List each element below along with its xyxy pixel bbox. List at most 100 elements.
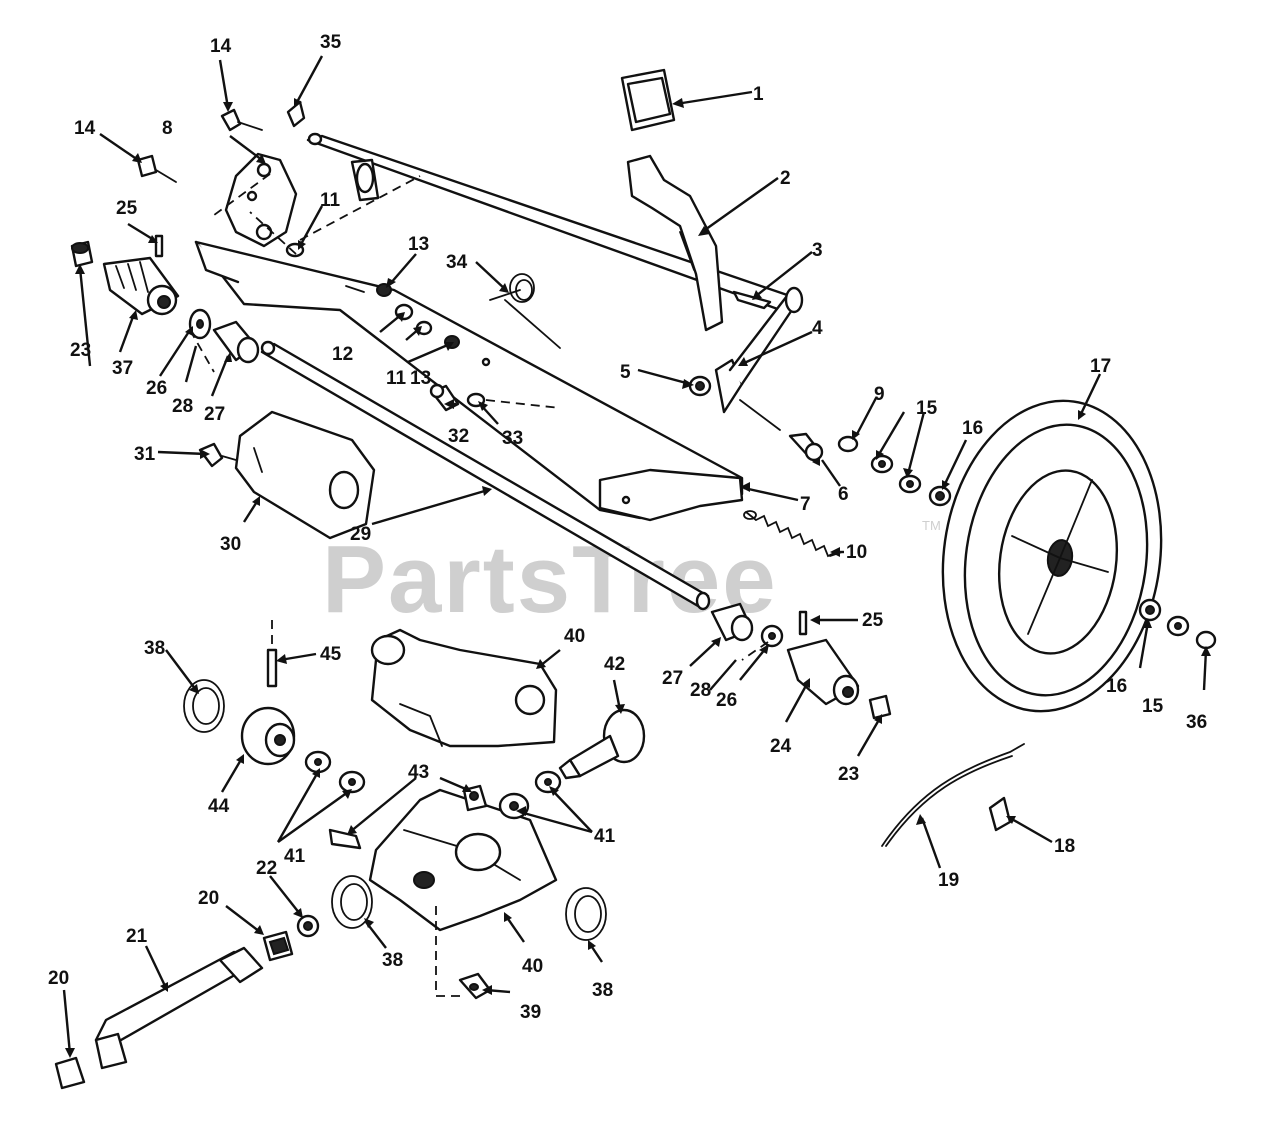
- gearbox-washer-left-a[interactable]: [304, 750, 332, 774]
- retaining-ring-right[interactable]: [565, 887, 607, 941]
- callout-27b: 27: [662, 668, 683, 689]
- callout-12: 12: [332, 344, 353, 365]
- callout-25a: 25: [116, 198, 138, 219]
- callout-44: 44: [208, 796, 230, 817]
- bolt-lower[interactable]: [136, 154, 177, 183]
- callout-28b: 28: [690, 680, 711, 701]
- callout-11a: 11: [320, 190, 341, 211]
- roll-pin-gear[interactable]: [266, 648, 278, 688]
- flat-washer-a[interactable]: [870, 454, 894, 474]
- wheel-bushing-inner[interactable]: [928, 485, 952, 507]
- callout-8: 8: [162, 118, 173, 139]
- retaining-ring-center[interactable]: [331, 875, 373, 929]
- callout-23b: 23: [838, 764, 859, 785]
- upper-axle-shaft[interactable]: [306, 132, 804, 431]
- hex-nut[interactable]: [458, 972, 492, 1000]
- left-bearing[interactable]: [212, 320, 260, 364]
- callout-34: 34: [446, 252, 468, 273]
- gear-left[interactable]: [240, 706, 296, 766]
- gear-right-with-shaft[interactable]: [558, 708, 646, 780]
- spacer-washer[interactable]: [296, 914, 320, 938]
- callout-26b: 26: [716, 690, 737, 711]
- callout-13a: 13: [408, 234, 429, 255]
- callout-45: 45: [320, 644, 342, 665]
- gearbox-washer-right-a[interactable]: [498, 792, 530, 820]
- right-drive-pinion[interactable]: [786, 638, 860, 706]
- watermark-trademark: TM: [922, 518, 941, 533]
- roll-pin-left[interactable]: [154, 234, 164, 258]
- lower-handle-bar[interactable]: [194, 240, 744, 522]
- push-fastener[interactable]: [198, 442, 237, 468]
- retaining-ring-left[interactable]: [183, 679, 225, 733]
- right-pinion-washer[interactable]: [760, 624, 784, 648]
- callout-39: 39: [520, 1002, 541, 1023]
- reel-drive-shaft[interactable]: [260, 340, 711, 611]
- gearbox-pin[interactable]: [328, 828, 362, 850]
- drive-bushing-lower[interactable]: [54, 1056, 86, 1090]
- callout-20b: 20: [48, 968, 69, 989]
- left-pinion-washer[interactable]: [188, 308, 212, 340]
- left-pinion-nut[interactable]: [70, 240, 94, 268]
- callout-25b: 25: [862, 610, 884, 631]
- callout-15a: 15: [916, 398, 938, 419]
- bolt-upper[interactable]: [220, 108, 263, 132]
- callout-32: 32: [448, 426, 469, 447]
- gear-housing-upper[interactable]: [370, 628, 558, 748]
- cable-clip[interactable]: [988, 796, 1012, 832]
- callout-11b: 11: [386, 368, 407, 389]
- callout-16b: 16: [1106, 676, 1127, 697]
- right-bearing[interactable]: [710, 602, 754, 642]
- axle-nut[interactable]: [688, 375, 712, 397]
- wheel-washer-outer[interactable]: [1166, 615, 1190, 637]
- gearbox-washer-right-b[interactable]: [534, 770, 562, 794]
- reel-end-cover[interactable]: [234, 410, 376, 540]
- callout-43: 43: [408, 762, 429, 783]
- callout-1: 1: [753, 84, 764, 105]
- callout-36: 36: [1186, 712, 1207, 733]
- shaft-collar[interactable]: [350, 158, 380, 202]
- callout-10: 10: [846, 542, 867, 563]
- callout-38a: 38: [144, 638, 165, 659]
- flat-washer-b[interactable]: [898, 474, 922, 494]
- callout-14a: 14: [210, 36, 232, 57]
- square-drive-shaft[interactable]: [94, 946, 264, 1070]
- shoulder-bolt[interactable]: [788, 432, 824, 462]
- callout-38c: 38: [592, 980, 613, 1001]
- gearbox-washer-left-b[interactable]: [338, 770, 366, 794]
- callout-41b: 41: [594, 826, 616, 847]
- callout-16a: 16: [962, 418, 983, 439]
- callout-14b: 14: [74, 118, 96, 139]
- callout-29: 29: [350, 524, 371, 545]
- left-drive-pinion[interactable]: [102, 256, 180, 316]
- callout-3: 3: [812, 240, 823, 261]
- retaining-ring-small[interactable]: [837, 435, 859, 453]
- callout-35: 35: [320, 32, 342, 53]
- wheel-retaining-ring[interactable]: [1195, 630, 1217, 650]
- drive-bushing-upper[interactable]: [262, 930, 294, 962]
- wheel-bushing-outer[interactable]: [1138, 598, 1162, 622]
- torsion-spring[interactable]: [489, 273, 561, 349]
- callout-13b: 13: [410, 368, 431, 389]
- callout-40b: 40: [522, 956, 543, 977]
- callout-40a: 40: [564, 626, 585, 647]
- height-adjuster-bracket[interactable]: [224, 152, 298, 248]
- callout-5: 5: [620, 362, 631, 383]
- wheel[interactable]: [923, 386, 1180, 725]
- callout-21: 21: [126, 926, 148, 947]
- gear-housing-lower[interactable]: [368, 788, 558, 932]
- roll-pin-right[interactable]: [798, 610, 808, 636]
- callout-22: 22: [256, 858, 277, 879]
- callout-15b: 15: [1142, 696, 1164, 717]
- adjuster-cap[interactable]: [620, 68, 676, 132]
- callout-42: 42: [604, 654, 625, 675]
- callout-37: 37: [112, 358, 133, 379]
- callout-27a: 27: [204, 404, 225, 425]
- right-pinion-nut[interactable]: [868, 694, 892, 720]
- callout-30: 30: [220, 534, 241, 555]
- callout-41a: 41: [284, 846, 306, 867]
- callout-9: 9: [874, 384, 885, 405]
- control-cable[interactable]: [881, 743, 1025, 847]
- height-adjuster-plate[interactable]: [626, 154, 724, 332]
- callout-labels: 1 2 3 4 5 6 7 8 9 10 11 11 12 13 13 14 1…: [48, 32, 1207, 1023]
